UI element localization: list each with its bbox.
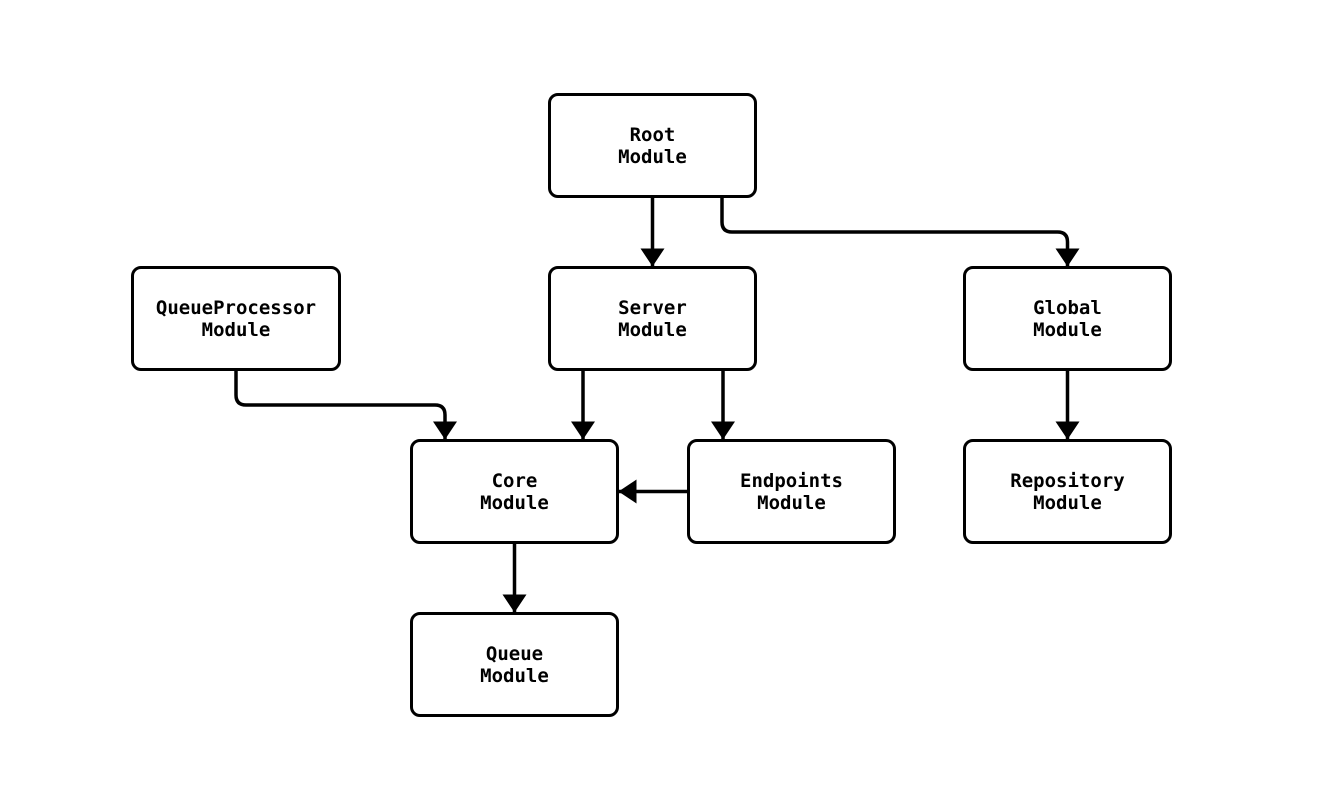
edge-root-to-global xyxy=(720,198,1080,267)
node-label-root: Root Module xyxy=(618,123,687,168)
node-repository: Repository Module xyxy=(963,439,1172,544)
node-label-core: Core Module xyxy=(480,469,549,514)
node-label-repository: Repository Module xyxy=(1010,469,1125,514)
node-queue: Queue Module xyxy=(410,612,619,717)
edge-queueprocessor-to-core xyxy=(234,371,457,440)
node-label-endpoints: Endpoints Module xyxy=(740,469,843,514)
node-core: Core Module xyxy=(410,439,619,544)
node-queueprocessor: QueueProcessor Module xyxy=(131,266,341,371)
node-label-global: Global Module xyxy=(1033,296,1102,341)
node-label-server: Server Module xyxy=(618,296,687,341)
node-server: Server Module xyxy=(548,266,757,371)
node-global: Global Module xyxy=(963,266,1172,371)
node-root: Root Module xyxy=(548,93,757,198)
node-label-queue: Queue Module xyxy=(480,642,549,687)
node-label-queueprocessor: QueueProcessor Module xyxy=(155,296,317,341)
node-endpoints: Endpoints Module xyxy=(687,439,896,544)
